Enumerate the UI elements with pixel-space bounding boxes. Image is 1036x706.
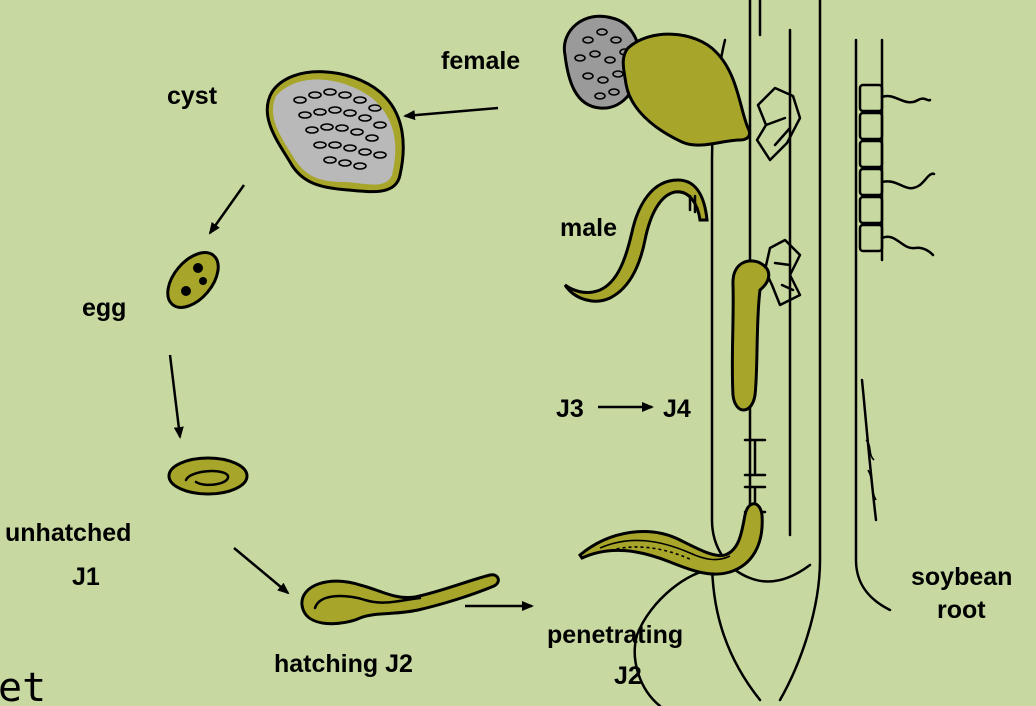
label-female: female [441, 47, 520, 75]
arrow-cyst-to-egg [210, 185, 244, 233]
root-epidermal-cells [860, 85, 882, 251]
label-j1: J1 [72, 563, 100, 591]
label-j4: J4 [663, 395, 691, 423]
label-penetrating: penetrating [547, 621, 683, 649]
cyst-eggs [270, 70, 410, 190]
label-unhatched: unhatched [5, 519, 131, 547]
lifecycle-arrows [170, 108, 652, 606]
label-male: male [560, 214, 617, 242]
partial-slide-text: et [0, 665, 46, 706]
penetrating-j2 [580, 504, 762, 574]
arrow-female-to-cyst [405, 108, 498, 116]
arrow-egg-to-j1 [170, 355, 180, 437]
label-egg: egg [82, 294, 126, 322]
hatching-j2 [302, 575, 498, 624]
arrow-j1-to-j2 [234, 548, 288, 593]
label-root: root [937, 596, 986, 624]
label-penetrating-j2: J2 [614, 662, 642, 690]
label-hatching-j2: hatching J2 [274, 650, 413, 678]
egg [158, 243, 228, 316]
cyst [267, 70, 410, 192]
label-cyst: cyst [167, 82, 218, 110]
female-nematode [564, 16, 749, 145]
unhatched-j1 [169, 458, 247, 494]
label-j3: J3 [556, 395, 584, 423]
j3-j4-nematode [732, 261, 768, 410]
root-hairs [882, 96, 934, 255]
label-soybean: soybean [911, 563, 1012, 591]
